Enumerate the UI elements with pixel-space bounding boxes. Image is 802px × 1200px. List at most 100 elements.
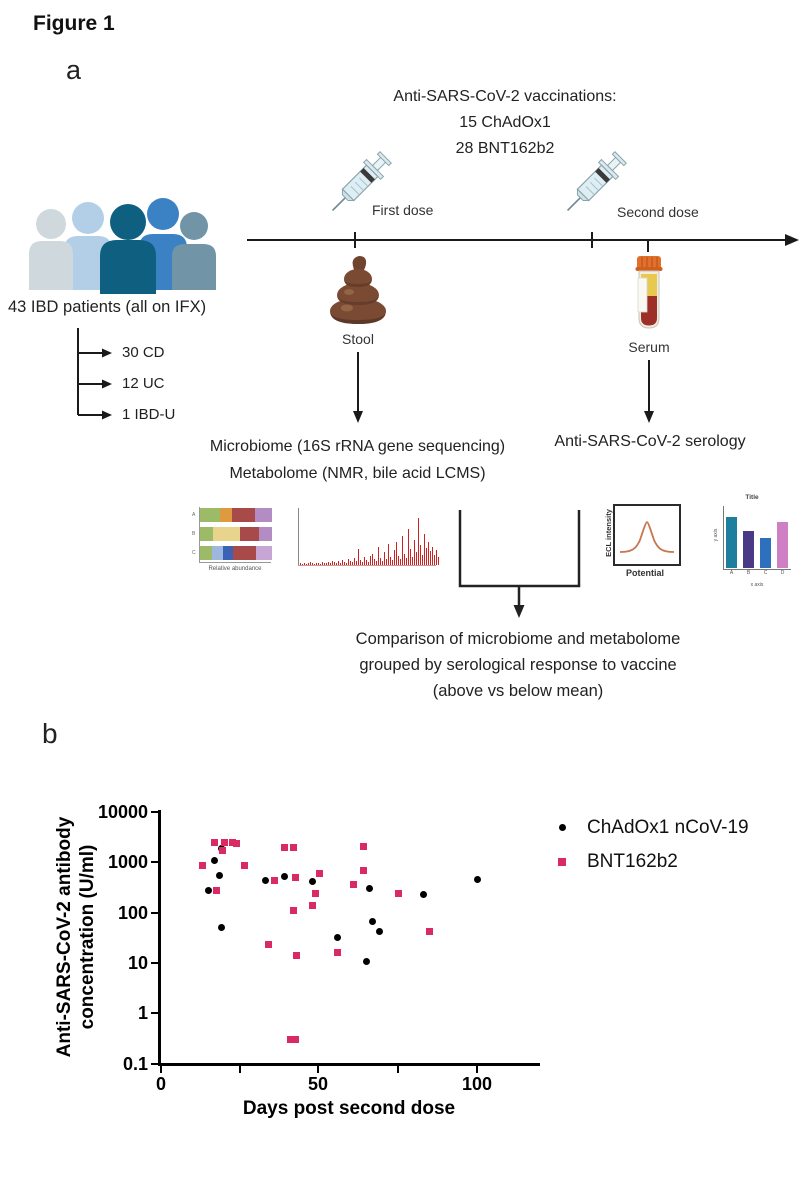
- patient-group-icon: [29, 198, 216, 294]
- second-dose-label: Second dose: [617, 204, 699, 220]
- scatter-point: [291, 1036, 299, 1044]
- ecl-thumbnail: ECL intensity Potential: [595, 500, 695, 585]
- vaccination-line3: 28 BNT162b2: [455, 140, 555, 157]
- scatter-point: [219, 847, 227, 855]
- serum-tube-icon: [635, 256, 663, 329]
- comparison-line3: (above vs below mean): [432, 682, 604, 700]
- syringe-icon: [331, 151, 392, 212]
- x-tick: [239, 1065, 241, 1073]
- minibar-x-axis: [723, 569, 791, 570]
- ecl-xlabel: Potential: [625, 568, 664, 578]
- patient-group-uc: 12 UC: [122, 375, 165, 392]
- spectrum-baseline: [298, 565, 436, 566]
- spectrum-peaks: [300, 513, 440, 565]
- legend-marker-bnt: [558, 858, 566, 866]
- y-tick: [151, 1012, 158, 1014]
- abundance-xlabel: Relative abundance: [208, 566, 262, 572]
- scatter-point: [287, 1036, 295, 1044]
- scatter-point: [212, 886, 220, 894]
- scatter-point: [362, 957, 370, 965]
- scatter-point: [290, 907, 298, 915]
- scatter-point: [366, 885, 374, 893]
- scatter-point: [220, 838, 228, 846]
- scatter-point: [369, 917, 377, 925]
- vaccination-header: Anti-SARS-CoV-2 vaccinations: 15 ChAdOx1…: [335, 84, 675, 162]
- minibar-ylabel: y axis: [713, 528, 719, 542]
- abundance-x-axis: [199, 562, 271, 563]
- microbiome-line2: Metabolome (NMR, bile acid LCMS): [229, 465, 486, 482]
- serum-label: Serum: [628, 339, 670, 355]
- comparison-line1: Comparison of microbiome and metabolome: [355, 630, 681, 648]
- x-tick: [160, 1065, 162, 1073]
- spectrum-y-axis: [298, 508, 299, 566]
- scatter-plot-area: [158, 810, 548, 1070]
- timeline-arrow: [247, 232, 799, 252]
- patients-title: 43 IBD patients (all on IFX): [8, 298, 207, 316]
- scatter-point: [271, 877, 279, 885]
- x-tick: [397, 1065, 399, 1073]
- stool-icon: [330, 256, 386, 324]
- scatter-point: [426, 928, 434, 936]
- scatter-point: [280, 872, 288, 880]
- y-tick: [151, 811, 158, 813]
- panel-b-label: b: [42, 718, 58, 749]
- scatter-point: [315, 870, 323, 878]
- scatter-point: [350, 881, 358, 889]
- y-tick-label: 1: [137, 1003, 148, 1023]
- x-tick-label: 100: [461, 1074, 493, 1094]
- first-dose-label: First dose: [372, 202, 434, 218]
- x-tick: [317, 1065, 319, 1073]
- scatter-point: [309, 878, 317, 886]
- y-title-line1: Anti-SARS-CoV-2 antibody: [54, 816, 75, 1058]
- scatter-point: [290, 843, 298, 851]
- vaccination-line1: Anti-SARS-CoV-2 vaccinations:: [393, 88, 617, 105]
- scatter-point: [261, 877, 269, 885]
- x-tick: [476, 1065, 478, 1073]
- stool-down-arrow: [353, 352, 363, 423]
- scatter-point: [312, 890, 320, 898]
- scatter-point: [394, 890, 402, 898]
- vaccination-line2: 15 ChAdOx1: [459, 114, 551, 131]
- ecl-curve: [619, 521, 675, 553]
- comparison-line2: grouped by serological response to vacci…: [359, 656, 677, 674]
- syringe-icon: [566, 151, 627, 212]
- minibar-title: Title: [745, 494, 759, 501]
- legend-label-bnt: BNT162b2: [587, 851, 678, 872]
- scatter-point: [204, 886, 212, 894]
- scatter-point: [359, 866, 367, 874]
- scatter-point: [198, 862, 206, 870]
- y-tick-label: 100: [117, 903, 148, 923]
- y-tick-label: 10: [127, 953, 148, 973]
- scatter-point: [211, 856, 219, 864]
- scatter-point: [334, 949, 342, 957]
- microbiome-line1: Microbiome (16S rRNA gene sequencing): [209, 438, 506, 455]
- minibar-bars: [726, 517, 788, 568]
- y-tick: [151, 962, 158, 964]
- scatter-point: [291, 874, 299, 882]
- scatter-point: [241, 861, 249, 869]
- minibar-y-axis: [723, 506, 724, 570]
- scatter-x-axis: [158, 1063, 540, 1066]
- scatter-point: [264, 940, 272, 948]
- scatter-point: [233, 839, 241, 847]
- microbiome-analysis-text: Microbiome (16S rRNA gene sequencing) Me…: [150, 433, 565, 487]
- abundance-y-axis: [199, 507, 200, 562]
- scatter-point: [293, 952, 301, 960]
- legend-marker-chadox: [559, 824, 566, 831]
- patient-group-cd: 30 CD: [122, 344, 165, 361]
- serology-analysis-text: Anti-SARS-CoV-2 serology: [554, 433, 746, 450]
- scatter-point: [217, 923, 225, 931]
- x-tick-label: 0: [155, 1074, 166, 1094]
- merge-bracket: [458, 510, 581, 618]
- scatter-point: [228, 838, 236, 846]
- ecl-plot-box: [613, 504, 681, 566]
- scatter-y-axis: [158, 810, 161, 1065]
- y-tick: [151, 1063, 158, 1065]
- stool-label: Stool: [342, 331, 374, 347]
- y-tick: [151, 912, 158, 914]
- figure-title: Figure 1: [33, 12, 115, 35]
- y-tick-label: 0.1: [122, 1054, 148, 1074]
